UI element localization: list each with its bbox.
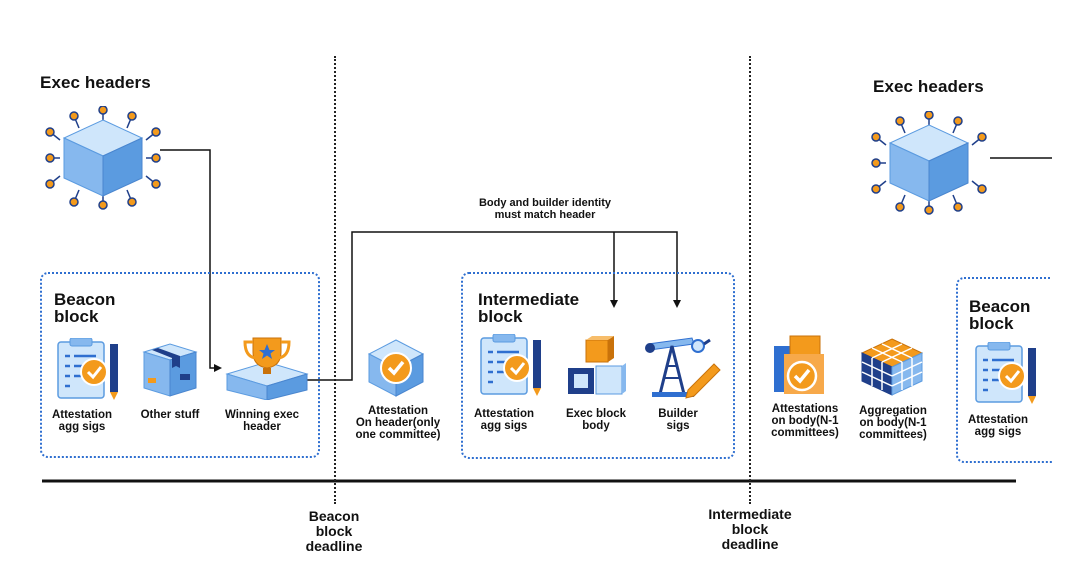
intermediate-block-deadline-label: Intermediate block deadline bbox=[708, 506, 792, 552]
pumpjack-pen-icon bbox=[642, 334, 722, 400]
item-label: Attestation agg sigs bbox=[967, 414, 1029, 438]
package-box-icon bbox=[140, 340, 200, 398]
right-edge-mask bbox=[1052, 0, 1088, 582]
item-label: Other stuff bbox=[140, 409, 200, 421]
attestation-cube-check-icon bbox=[365, 338, 427, 398]
beacon-block-right bbox=[956, 277, 1088, 463]
match-note: Body and builder identity must match hea… bbox=[478, 197, 611, 221]
beacon-block-deadline-label: Beacon block deadline bbox=[305, 508, 363, 554]
beacon-block-title-left: Beacon block bbox=[54, 290, 116, 326]
item-label: Winning exec header bbox=[224, 409, 300, 433]
intermediate-block-title: Intermediate block bbox=[478, 290, 580, 326]
aggregation-body-label: Aggregation on body(N-1 committees) bbox=[859, 405, 927, 441]
exec-headers-title-left: Exec headers bbox=[40, 73, 151, 92]
beacon-deadline-line bbox=[334, 56, 336, 504]
arrow-head-body bbox=[610, 300, 618, 308]
item-label: Exec block body bbox=[565, 408, 627, 432]
attestations-body-label: Attestations on body(N-1 committees) bbox=[771, 403, 839, 439]
folder-check-icon bbox=[772, 334, 828, 396]
attestation-header-label: Attestation On header(only one committee… bbox=[355, 405, 441, 441]
clipboard-check-icon bbox=[54, 338, 122, 400]
item-label: Attestation agg sigs bbox=[51, 409, 113, 433]
beacon-block-left bbox=[40, 272, 320, 458]
item-label: Builder sigs bbox=[658, 408, 698, 432]
arrow-head-builder bbox=[673, 300, 681, 308]
intermediate-block bbox=[461, 272, 735, 459]
intermediate-deadline-line bbox=[749, 56, 751, 504]
cube-grid-icon bbox=[860, 337, 924, 397]
exec-headers-title-right: Exec headers bbox=[873, 77, 984, 96]
item-label: Attestation agg sigs bbox=[473, 408, 535, 432]
arrow-head-header bbox=[214, 364, 222, 372]
stacked-blocks-icon bbox=[564, 336, 628, 398]
beacon-block-title-right: Beacon block bbox=[969, 297, 1031, 333]
chip-cube-icon bbox=[44, 106, 162, 210]
clipboard-check-icon bbox=[477, 334, 545, 396]
trophy-icon bbox=[223, 334, 309, 400]
clipboard-check-icon bbox=[972, 342, 1040, 404]
chip-cube-icon bbox=[870, 111, 988, 215]
